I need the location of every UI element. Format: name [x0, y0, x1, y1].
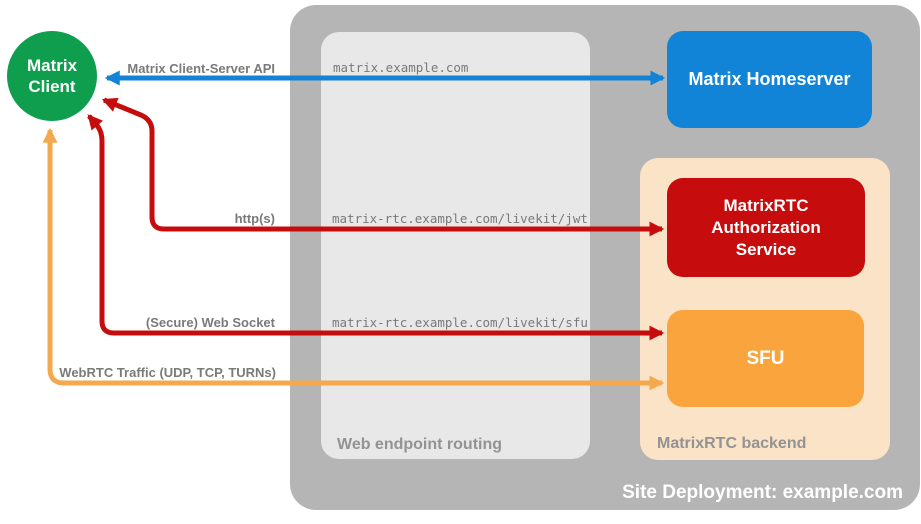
- matrix-homeserver-label: Matrix Homeserver: [688, 69, 851, 89]
- matrix-homeserver-node: Matrix Homeserver: [667, 31, 872, 128]
- client-server-api-arrow-label: Matrix Client-Server API: [127, 61, 275, 76]
- site-deployment-title: Site Deployment: example.com: [622, 482, 903, 503]
- https-arrow-label: http(s): [234, 211, 275, 226]
- web-endpoint-routing-container: [321, 32, 590, 459]
- matrix-client-node: Matrix Client: [7, 31, 97, 121]
- sfu-label: SFU: [746, 347, 785, 369]
- webrtc-traffic-arrow-label: WebRTC Traffic (UDP, TCP, TURNs): [59, 365, 276, 380]
- matrix-client-label: Matrix Client: [26, 56, 78, 96]
- endpoint-livekit-sfu: matrix-rtc.example.com/livekit/sfu: [332, 315, 588, 330]
- endpoint-livekit-jwt: matrix-rtc.example.com/livekit/jwt: [332, 211, 588, 226]
- matrixrtc-authorization-service-node: MatrixRTC Authorization Service: [667, 178, 865, 277]
- sfu-node: SFU: [667, 310, 864, 407]
- websocket-arrow-label: (Secure) Web Socket: [145, 315, 275, 330]
- web-endpoint-routing-label: Web endpoint routing: [337, 436, 503, 453]
- matrixrtc-backend-label: MatrixRTC backend: [657, 435, 807, 452]
- endpoint-matrix-example-com: matrix.example.com: [333, 60, 469, 75]
- matrixrtc-authorization-service-label: MatrixRTC Authorization Service: [711, 195, 821, 259]
